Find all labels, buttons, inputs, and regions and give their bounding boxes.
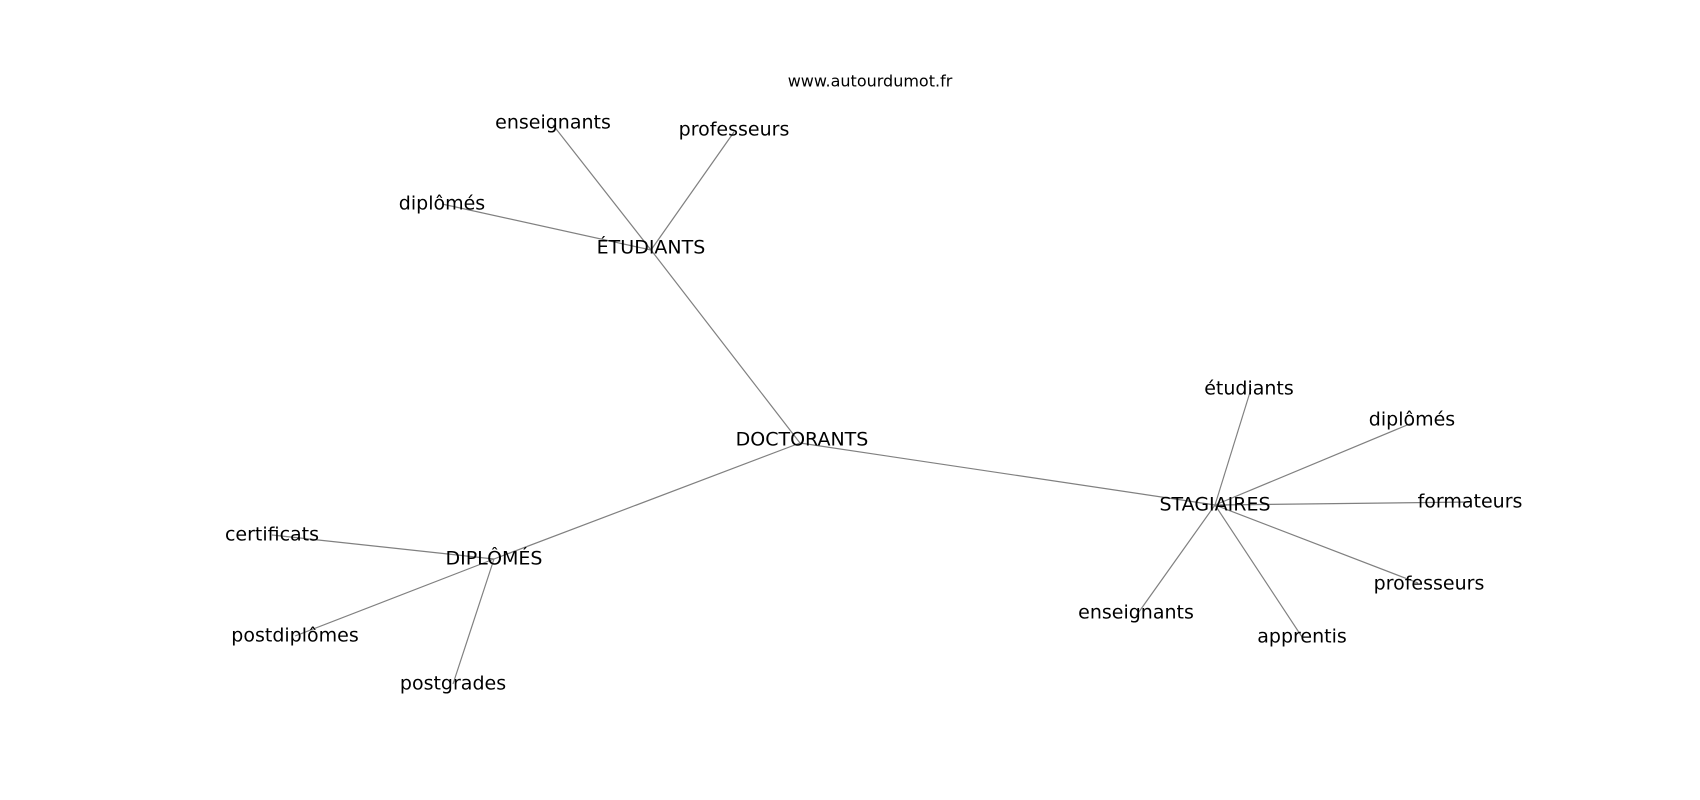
node-professeurs-2[interactable]: professeurs [1374,573,1485,595]
edge-doctorants-stagiaires [799,442,1216,506]
node-professeurs-1[interactable]: professeurs [679,119,790,141]
node-etudiants-hub[interactable]: ÉTUDIANTS [597,236,706,259]
node-enseignants-2[interactable]: enseignants [1078,602,1194,624]
node-postdiplomes[interactable]: postdiplômes [231,625,358,647]
edge-stagiaires-diplomes_2 [1214,422,1413,506]
edge-etudiants_hub-diplomes_1 [441,203,652,251]
node-diplomes-1[interactable]: diplômés [399,193,485,215]
node-enseignants-1[interactable]: enseignants [495,112,611,134]
graph-edges [271,124,1471,685]
edge-stagiaires-formateurs [1214,501,1471,506]
node-postgrades[interactable]: postgrades [400,673,506,695]
graph-labels: DOCTORANTS ÉTUDIANTS STAGIAIRES DIPLÔMÉS ens… [225,112,1522,695]
node-apprentis[interactable]: apprentis [1257,626,1347,648]
site-url[interactable]: www.autourdumot.fr [788,72,953,91]
edge-diplomes_hub-postdiplomes [294,558,495,637]
edge-stagiaires-professeurs_2 [1214,504,1419,584]
node-formateurs[interactable]: formateurs [1418,491,1523,513]
node-etudiants-2[interactable]: étudiants [1204,378,1294,400]
edge-stagiaires-apprentis [1214,504,1303,638]
node-diplomes-2[interactable]: diplômés [1369,409,1455,431]
edge-etudiants_hub-professeurs_1 [650,131,735,251]
edge-doctorants-diplomes_hub [493,442,801,560]
node-doctorants[interactable]: DOCTORANTS [736,429,869,451]
node-certificats[interactable]: certificats [225,524,319,546]
node-stagiaires[interactable]: STAGIAIRES [1159,494,1270,516]
edge-etudiants_hub-enseignants_1 [552,124,652,251]
node-diplomes-hub[interactable]: DIPLÔMÉS [445,546,542,570]
edge-doctorants-etudiants_hub [650,249,801,444]
edge-diplomes_hub-certificats [271,534,495,560]
edge-stagiaires-enseignants_2 [1135,504,1216,617]
edge-diplomes_hub-postgrades [452,558,495,685]
edge-stagiaires-etudiants_2 [1214,388,1252,506]
